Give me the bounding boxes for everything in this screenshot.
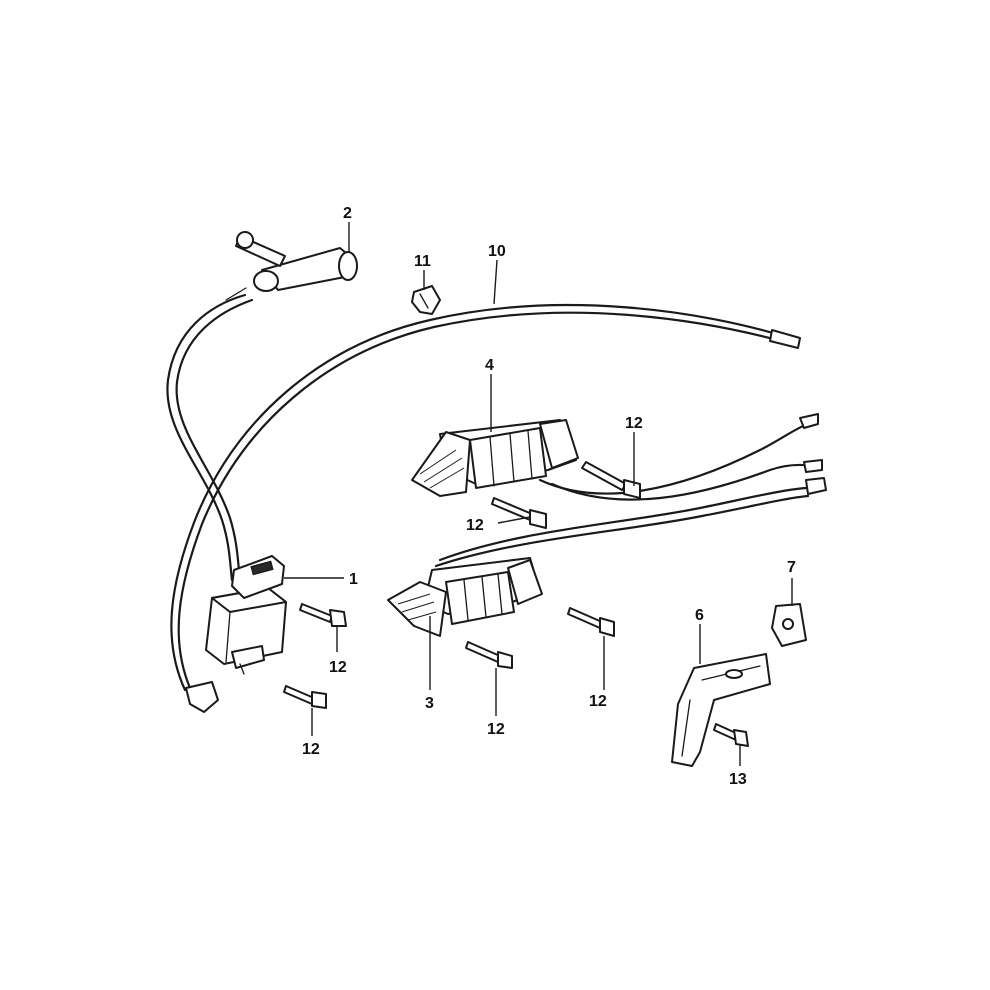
callout-12-coil-upper: 12 [329, 659, 347, 676]
bolt-12-coil-upper [299, 603, 347, 627]
wire-clip-7 [771, 603, 807, 647]
callout-4: 4 [485, 357, 494, 374]
callout-12-coil-lower: 12 [302, 741, 320, 758]
bolt-12-lower-middle [465, 641, 513, 669]
bracket-6 [671, 653, 771, 767]
callout-12-lower-right: 12 [589, 693, 607, 710]
wire-harness-10 [170, 303, 801, 692]
charge-coil-4 [411, 413, 823, 501]
callout-12-lower-middle: 12 [487, 721, 505, 738]
charge-coil-3 [387, 477, 827, 637]
callout-labels: 2 11 10 4 12 12 1 12 12 3 12 12 7 6 13 [302, 205, 796, 788]
ignition-coil-1 [205, 555, 287, 675]
callout-1: 1 [349, 571, 358, 588]
bolt-12-upper-right [581, 461, 641, 499]
spark-plug-cap-2 [166, 231, 358, 582]
bolt-12-middle [491, 497, 547, 529]
callout-11: 11 [414, 253, 431, 270]
coil-ground-terminal [185, 681, 219, 713]
callout-7: 7 [787, 559, 796, 576]
callout-10: 10 [488, 243, 506, 260]
callout-2: 2 [343, 205, 352, 222]
callout-13: 13 [729, 771, 747, 788]
bolt-12-coil-lower [283, 685, 327, 709]
bolt-12-lower-right [567, 607, 615, 637]
callout-3: 3 [425, 695, 434, 712]
leader-lines [284, 222, 793, 766]
callout-12-middle: 12 [466, 517, 484, 534]
callout-12-upper-right: 12 [625, 415, 643, 432]
callout-6: 6 [695, 607, 704, 624]
wire-clamp-11 [411, 285, 441, 315]
bolt-13 [713, 723, 749, 747]
